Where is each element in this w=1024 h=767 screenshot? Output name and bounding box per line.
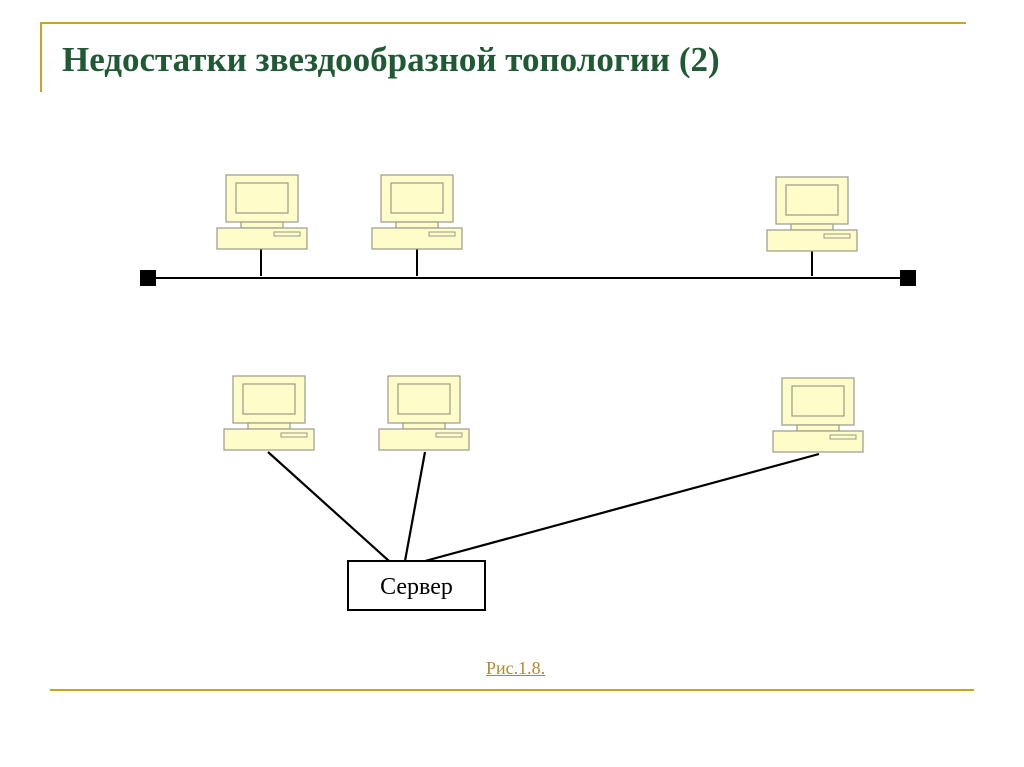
bus-network (140, 174, 916, 286)
computer-icon (216, 174, 308, 250)
computer-icon (766, 176, 858, 252)
title-rule-left (40, 22, 42, 92)
slide-title: Недостатки звездообразной топологии (2) (62, 40, 720, 79)
computer-icon (772, 377, 864, 453)
star-link-1 (267, 451, 390, 562)
star-network: Сервер (223, 375, 864, 611)
star-link-2 (403, 451, 427, 562)
bottom-rule (50, 689, 974, 691)
computer-icon (378, 375, 470, 451)
server-box: Сервер (347, 560, 486, 611)
computer-icon (223, 375, 315, 451)
title-rule-top (40, 22, 966, 24)
bus-terminator-left (140, 270, 156, 286)
star-link-3 (424, 452, 820, 563)
figure-caption-link[interactable]: Рис.1.8. (486, 658, 546, 678)
computer-icon (371, 174, 463, 250)
server-label: Сервер (380, 574, 453, 600)
bus-terminator-right (900, 270, 916, 286)
